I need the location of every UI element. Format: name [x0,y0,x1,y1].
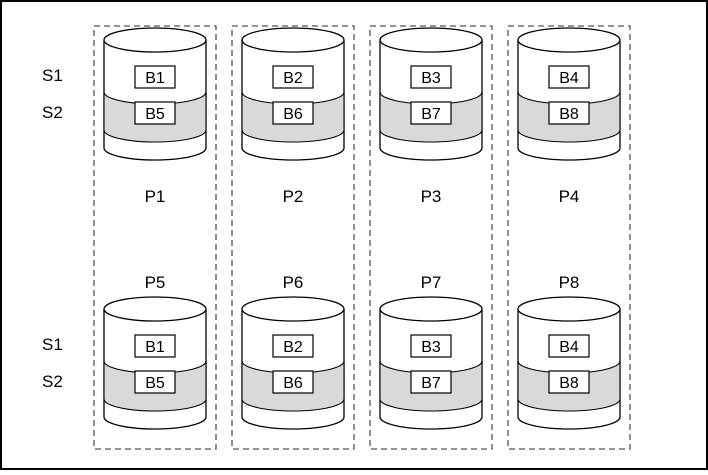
block-label: B6 [283,106,303,123]
disk-top [379,296,483,322]
disk-label: P7 [421,273,442,292]
row-label-s2-bottom: S2 [42,372,63,391]
block-label: B4 [559,70,579,87]
block-box [410,334,452,358]
group-dashed-box [507,25,631,450]
block-label: B5 [145,106,165,123]
disk-label: P5 [145,273,166,292]
block-box [134,334,176,358]
disk-top [379,27,483,53]
block-label: B5 [145,375,165,392]
disk-label: P1 [145,187,166,206]
block-box [272,370,314,394]
block-label: B4 [559,339,579,356]
disk-label: P2 [283,187,304,206]
block-label: B1 [145,70,165,87]
disk-top [517,296,621,322]
block-box [548,101,590,125]
block-label: B2 [283,70,303,87]
block-box [410,65,452,89]
block-box [410,370,452,394]
disk-top [241,27,345,53]
disk-label: P4 [559,187,580,206]
block-label: B2 [283,339,303,356]
block-label: B8 [559,106,579,123]
block-box [134,370,176,394]
block-box [134,101,176,125]
block-box [548,370,590,394]
group-dashed-box [369,25,493,450]
disk-top [517,27,621,53]
disk-top [103,27,207,53]
row-label-s1-top: S1 [42,66,63,85]
block-box [272,334,314,358]
disk-label: P6 [283,273,304,292]
block-label: B1 [145,339,165,356]
disk-top [103,296,207,322]
block-box [548,334,590,358]
block-label: B7 [421,106,441,123]
disk-label: P8 [559,273,580,292]
block-box [548,65,590,89]
block-box [134,65,176,89]
block-box [272,101,314,125]
disk-label: P3 [421,187,442,206]
block-label: B8 [559,375,579,392]
disk-groups: B1B5P1B1B5P5B2B6P2B2B6P6B3B7P3B3B7P7B4B8… [93,25,631,450]
row-label-s2-top: S2 [42,103,63,122]
row-label-s1-bottom: S1 [42,335,63,354]
disk-top [241,296,345,322]
block-label: B7 [421,375,441,392]
group-dashed-box [231,25,355,450]
block-box [410,101,452,125]
block-label: B6 [283,375,303,392]
block-box [272,65,314,89]
group-dashed-box [93,25,217,450]
block-label: B3 [421,70,441,87]
block-label: B3 [421,339,441,356]
